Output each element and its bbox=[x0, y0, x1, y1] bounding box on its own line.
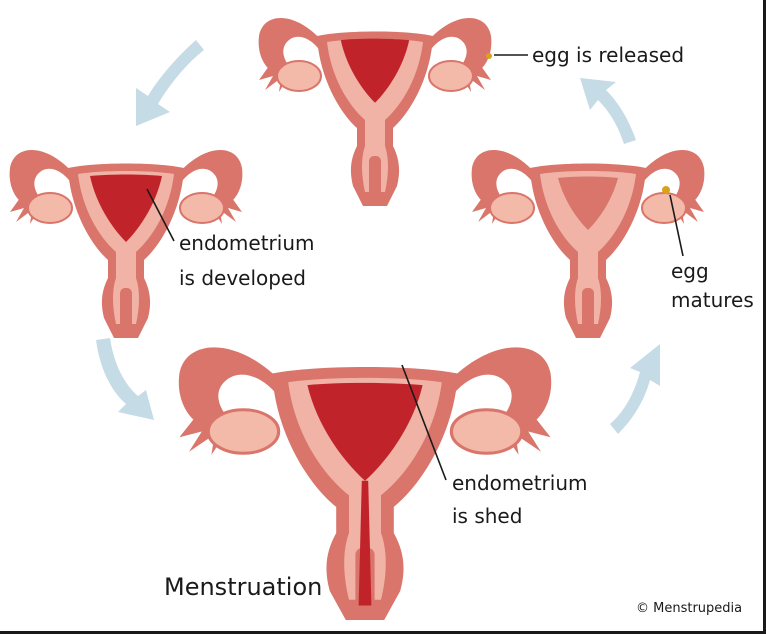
label-egg-matures-2: matures bbox=[671, 288, 754, 312]
label-endometrium-shed-2: is shed bbox=[452, 504, 522, 528]
leader-endo-developed bbox=[146, 188, 175, 242]
uterus-egg-released bbox=[257, 16, 493, 208]
label-menstruation: Menstruation bbox=[164, 573, 322, 601]
frame-border-bottom bbox=[0, 631, 766, 634]
label-endometrium-developed-2: is developed bbox=[179, 266, 306, 290]
label-endometrium-developed-1: endometrium bbox=[179, 231, 314, 255]
leader-egg-matures bbox=[669, 194, 684, 257]
uterus-endometrium-shed bbox=[177, 345, 553, 622]
uterus-egg-matures bbox=[470, 148, 706, 339]
copyright-text: © Menstrupedia bbox=[636, 601, 742, 616]
label-egg-matures-1: egg bbox=[671, 259, 709, 283]
label-endometrium-shed-1: endometrium bbox=[452, 471, 587, 495]
label-egg-released: egg is released bbox=[532, 43, 684, 67]
egg-mark-maturing bbox=[662, 186, 670, 194]
leader-endo-shed bbox=[401, 364, 447, 481]
frame-border-right bbox=[763, 0, 766, 634]
cycle-arrow-icon bbox=[96, 40, 660, 434]
egg-mark-released bbox=[486, 53, 492, 59]
